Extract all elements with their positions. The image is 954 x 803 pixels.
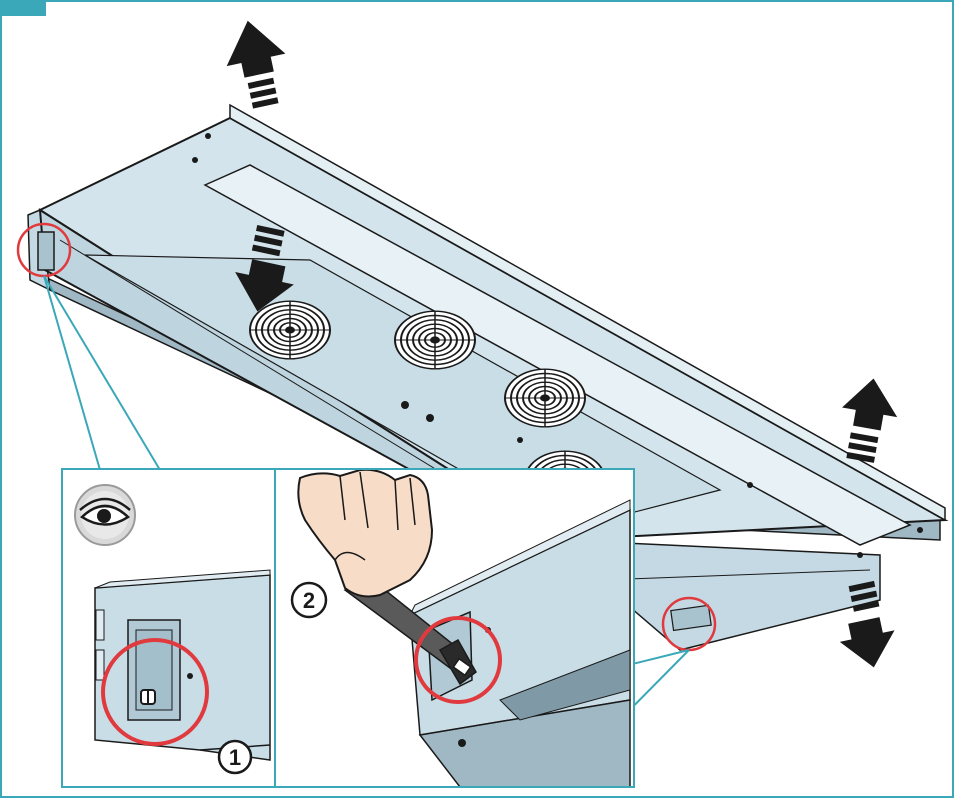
up-arrow-icon [226,20,286,109]
callout-2: 2 [290,581,328,619]
up-arrow-icon [842,378,898,463]
step-marker [2,0,46,16]
down-arrow-icon [235,225,294,312]
callout-2-label: 2 [303,588,315,613]
highlight-circle-detail-2 [414,616,502,704]
detail-panel-2 [297,470,631,786]
highlight-circle-detail-1 [101,638,209,746]
callout-1-label: 1 [229,745,241,770]
eye-icon [74,484,136,546]
down-arrow-icon [839,580,895,668]
callout-1: 1 [217,739,253,775]
detail-panel-1 [94,569,271,761]
